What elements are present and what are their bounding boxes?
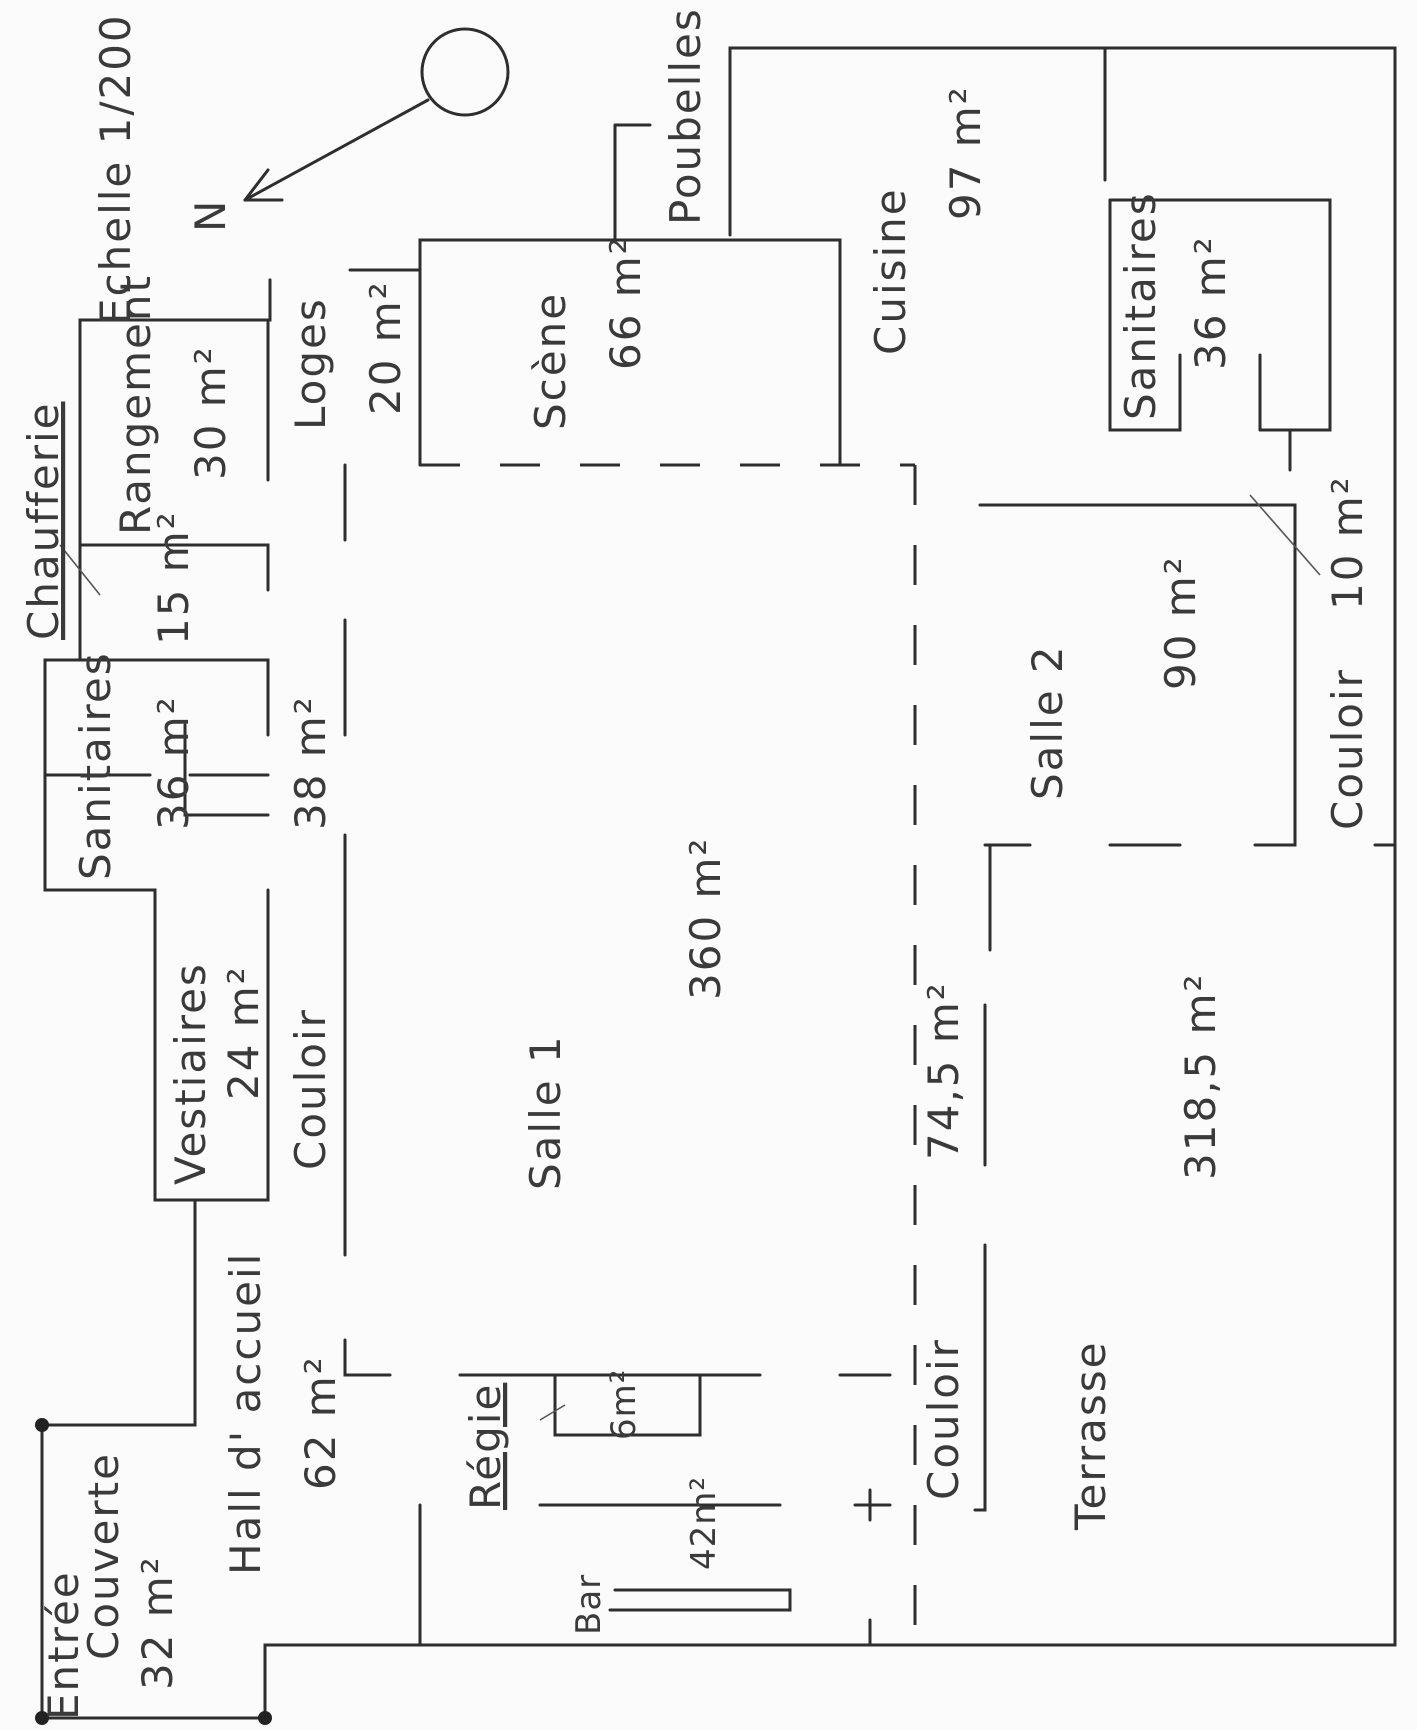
sanitaires1-name: Sanitaires [71, 651, 120, 880]
regie-area: 6m² [604, 1369, 644, 1440]
bar-area: 42m² [684, 1476, 724, 1570]
entree-name2: Couverte [79, 1452, 128, 1660]
couloir2-area: 74,5 m² [919, 981, 968, 1160]
terrasse-area: 318,5 m² [1176, 973, 1225, 1180]
bar-name: Bar [569, 1574, 609, 1635]
sanitaires1-area: 36 m² [149, 695, 198, 830]
hall-name: Hall d' accueil [221, 1252, 270, 1575]
north-label: N [186, 199, 235, 232]
entree-name: Entrée [39, 1570, 88, 1720]
cuisine-area: 97 m² [941, 85, 990, 220]
salle2-name: Salle 2 [1023, 644, 1072, 800]
loges-name: Loges [286, 297, 335, 430]
couloir2-name: Couloir [919, 1338, 968, 1500]
poubelles-name: Poubelles [661, 7, 710, 225]
entree-area: 32 m² [133, 1555, 182, 1690]
regie-name: Régie [461, 1383, 510, 1510]
vestiaires-area: 24 m² [219, 965, 268, 1100]
sanitaires2-name: Sanitaires [1116, 191, 1165, 420]
loges-area: 20 m² [361, 280, 410, 415]
couloir1-area: 38 m² [286, 695, 335, 830]
north-arrow-icon [243, 27, 510, 202]
cuisine-walls [973, 48, 1397, 1512]
scale-label: Echelle 1/200 [91, 13, 140, 325]
couloir3-area: 10 m² [1323, 475, 1372, 610]
chaufferie-pointer [59, 544, 101, 596]
couloir1-name: Couloir [286, 1008, 335, 1170]
chaufferie-area: 15 m² [149, 510, 198, 645]
service-block-walls [43, 278, 272, 1202]
couloir3-pointer [1249, 494, 1321, 576]
rangement-name: Rangement [111, 274, 160, 535]
outer-walls [35, 46, 1397, 1725]
hall-area: 62 m² [296, 1355, 345, 1490]
scene-walls [348, 123, 915, 467]
vestiaires-name: Vestiaires [166, 962, 215, 1185]
couloir-walls [343, 463, 392, 1377]
scene-area: 66 m² [601, 235, 650, 370]
regie-bar-walls [418, 1373, 892, 1647]
salle1-name: Salle 1 [521, 1034, 570, 1190]
cuisine-name: Cuisine [866, 187, 915, 355]
terrasse-name: Terrasse [1066, 1341, 1115, 1532]
rangement-area: 30 m² [186, 345, 235, 480]
couloir3-name: Couloir [1323, 668, 1372, 830]
scene-name: Scène [526, 292, 575, 430]
chaufferie-name: Chaufferie [19, 402, 68, 641]
salle2-area: 90 m² [1156, 555, 1205, 690]
sanitaires2-area: 36 m² [1186, 235, 1235, 370]
salle1-area: 360 m² [681, 837, 730, 1000]
